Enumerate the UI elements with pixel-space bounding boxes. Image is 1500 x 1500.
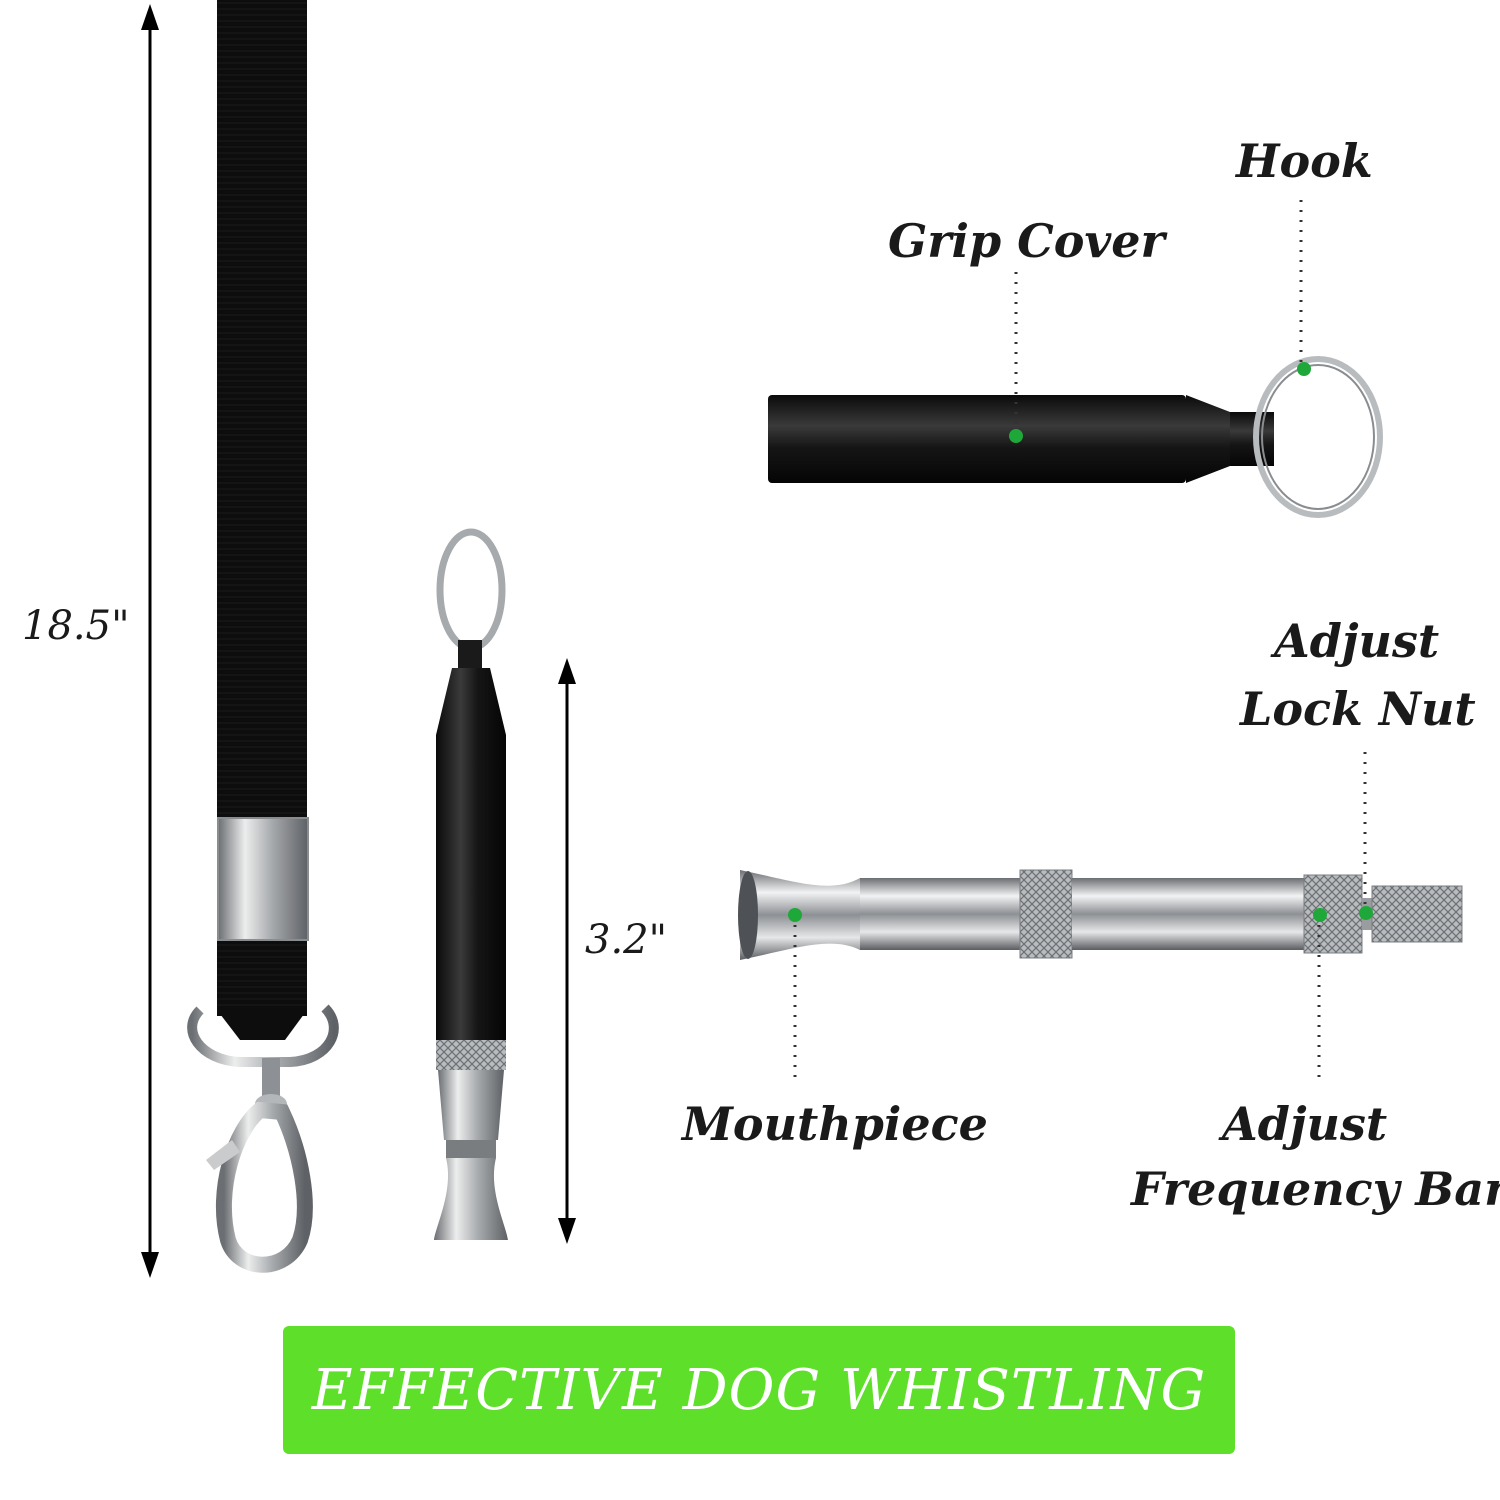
lanyard-strap-icon [217, 0, 309, 1040]
frequency-bar-marker [1313, 908, 1327, 922]
grip-cover-marker [1009, 429, 1023, 443]
adjust-lock-nut-label-line1: Adjust [1274, 614, 1440, 668]
tagline-text: EFFECTIVE DOG WHISTLING [311, 1357, 1207, 1423]
grip-cover-icon [768, 395, 1274, 483]
carabiner-clip-icon [187, 1004, 339, 1273]
silver-whistle-icon [738, 869, 1463, 960]
adjust-frequency-bar-label-line1: Adjust [1222, 1097, 1388, 1151]
hook-marker [1297, 362, 1311, 376]
lanyard-length-label: 18.5" [22, 603, 130, 649]
mouthpiece-label: Mouthpiece [682, 1097, 988, 1151]
key-ring-icon [1253, 356, 1383, 518]
whistle-length-label: 3.2" [585, 917, 668, 963]
tagline-banner: EFFECTIVE DOG WHISTLING [283, 1326, 1235, 1454]
part-markers [788, 362, 1373, 922]
adjust-lock-nut-label-line2: Lock Nut [1240, 682, 1476, 736]
grip-cover-label: Grip Cover [888, 214, 1165, 268]
adjust-frequency-bar-label-line2: Frequency Bar [1131, 1162, 1500, 1216]
lanyard-dimension-arrow [141, 4, 159, 1278]
hook-label: Hook [1236, 134, 1373, 188]
lock-nut-marker [1359, 906, 1373, 920]
whistle-dimension-arrow [558, 658, 576, 1244]
mouthpiece-marker [788, 908, 802, 922]
whistle-with-ring-icon [434, 528, 508, 1240]
leader-lines [793, 200, 1367, 1084]
